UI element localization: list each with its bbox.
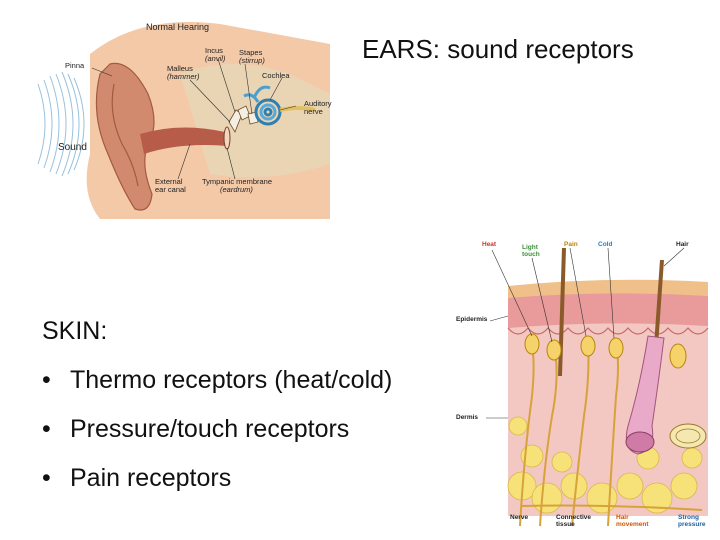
ear-canal [140,127,228,154]
label-tympanic: Tympanic membrane [202,177,273,186]
label-stapes-alt: (stirrup) [239,56,265,65]
label-nerve: nerve [304,107,323,116]
label-touch: touch [522,251,540,258]
bullet-glyph: • [42,464,51,492]
label-epidermis: Epidermis [456,316,488,323]
receptors [524,333,687,369]
label-external: External [155,177,183,186]
label-pain: Pain [564,241,578,248]
label-strong-pressure: pressure [678,521,706,528]
hair-follicle [625,335,665,455]
label-sound: Sound [58,142,87,153]
label-hair-movement: Hair [616,514,629,521]
sound-waves [37,71,85,177]
label-light: Light [522,244,538,251]
label-tympanic-alt: (eardrum) [220,185,253,194]
label-malleus-alt: (hammer) [167,72,200,81]
skin-illustration [486,247,709,527]
hair-right [654,259,664,347]
pacinian-corpuscle [669,423,707,449]
label-stapes: Stapes [239,48,263,57]
label-cold: Cold [598,241,613,248]
label-pinna: Pinna [65,61,85,70]
label-heat: Heat [482,241,497,248]
label-incus-alt: (anvil) [205,54,226,63]
label-external-canal: ear canal [155,185,186,194]
bullet-pressure-text: Pressure/touch receptors [70,415,350,443]
label-malleus: Malleus [167,64,193,73]
label-connective-tissue: tissue [556,521,575,528]
slide-title: EARS: sound receptors [362,34,634,64]
bullet-pressure: • Pressure/touch receptors [42,405,392,454]
bullet-pain: • Pain receptors [42,454,392,503]
label-strong: Strong [678,514,699,521]
label-connective: Connective [556,514,592,521]
label-cochlea: Cochlea [262,71,290,80]
label-incus: Incus [205,46,223,55]
label-nerve: Nerve [510,514,529,521]
label-dermis: Dermis [456,414,479,421]
label-hair-movement-2: movement [616,521,649,528]
cochlea-shape [243,85,282,126]
ear-diagram: Normal Hearing Pinna Incus (anvil) Stape… [30,14,340,219]
skin-heading: SKIN: [42,317,108,345]
ear-diagram-title: Normal Hearing [146,22,210,32]
bullet-glyph: • [42,415,51,443]
bullet-thermo-text: Thermo receptors (heat/cold) [70,366,393,394]
label-auditory: Auditory [304,99,332,108]
ossicles [228,105,259,133]
bullet-thermo: • Thermo receptors (heat/cold) [42,356,392,405]
pinna-shape [95,62,155,211]
skin-list: SKIN: • Thermo receptors (heat/cold) • Pre… [42,307,392,503]
bullet-glyph: • [42,366,51,394]
ear-illustration [37,22,331,219]
bullet-pain-text: Pain receptors [70,464,232,492]
epidermis-layer [508,290,708,328]
label-hair: Hair [676,241,689,248]
skin-diagram: Heat Light touch Pain Cold Hair Epidermi… [452,236,716,536]
